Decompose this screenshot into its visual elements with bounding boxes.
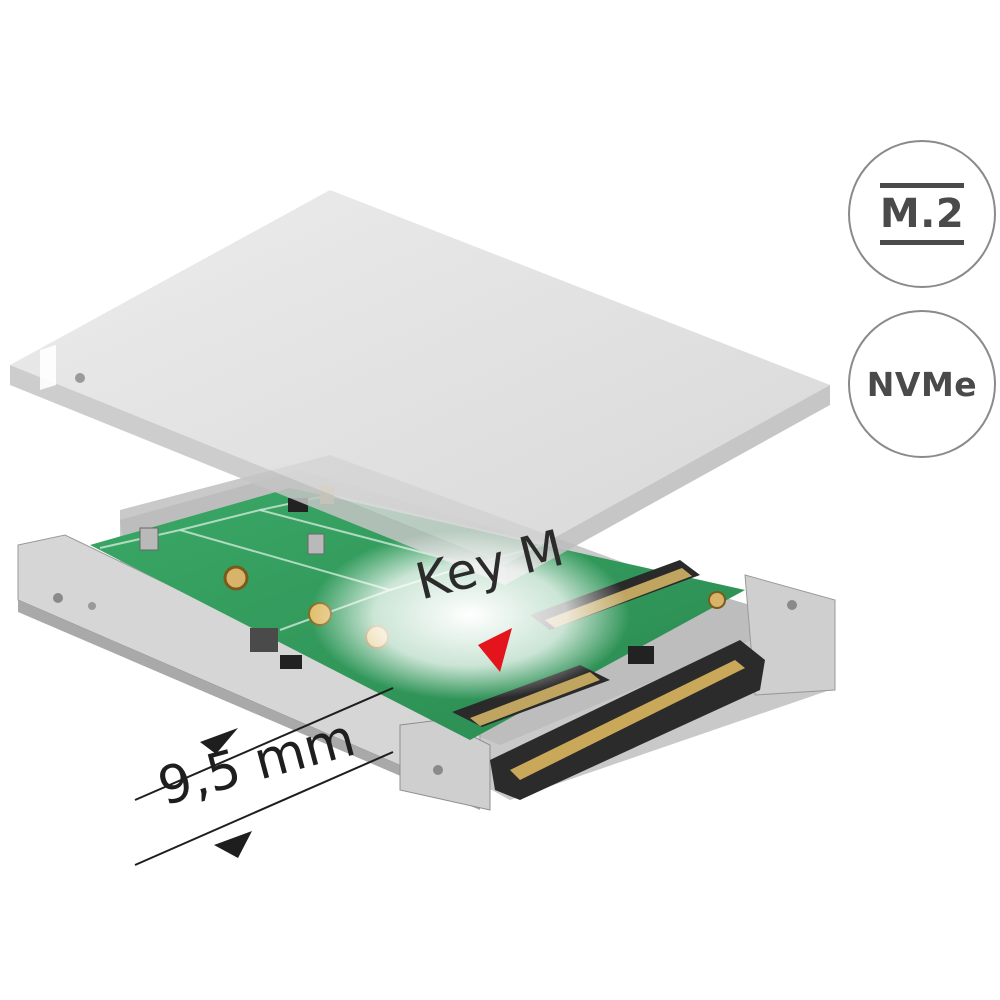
dimension-indicator (134, 687, 394, 866)
badge-bar-bottom (880, 240, 964, 245)
edge-connector (490, 640, 765, 800)
key-marker (478, 628, 512, 672)
label-glow (310, 530, 630, 700)
m2-badge: M.2 (848, 140, 996, 288)
enclosure-lid (10, 190, 830, 585)
nvme-badge: NVMe (848, 310, 996, 458)
m2-badge-text: M.2 (879, 191, 965, 237)
badge-bar-top (880, 183, 964, 188)
nvme-badge-text: NVMe (866, 364, 978, 404)
